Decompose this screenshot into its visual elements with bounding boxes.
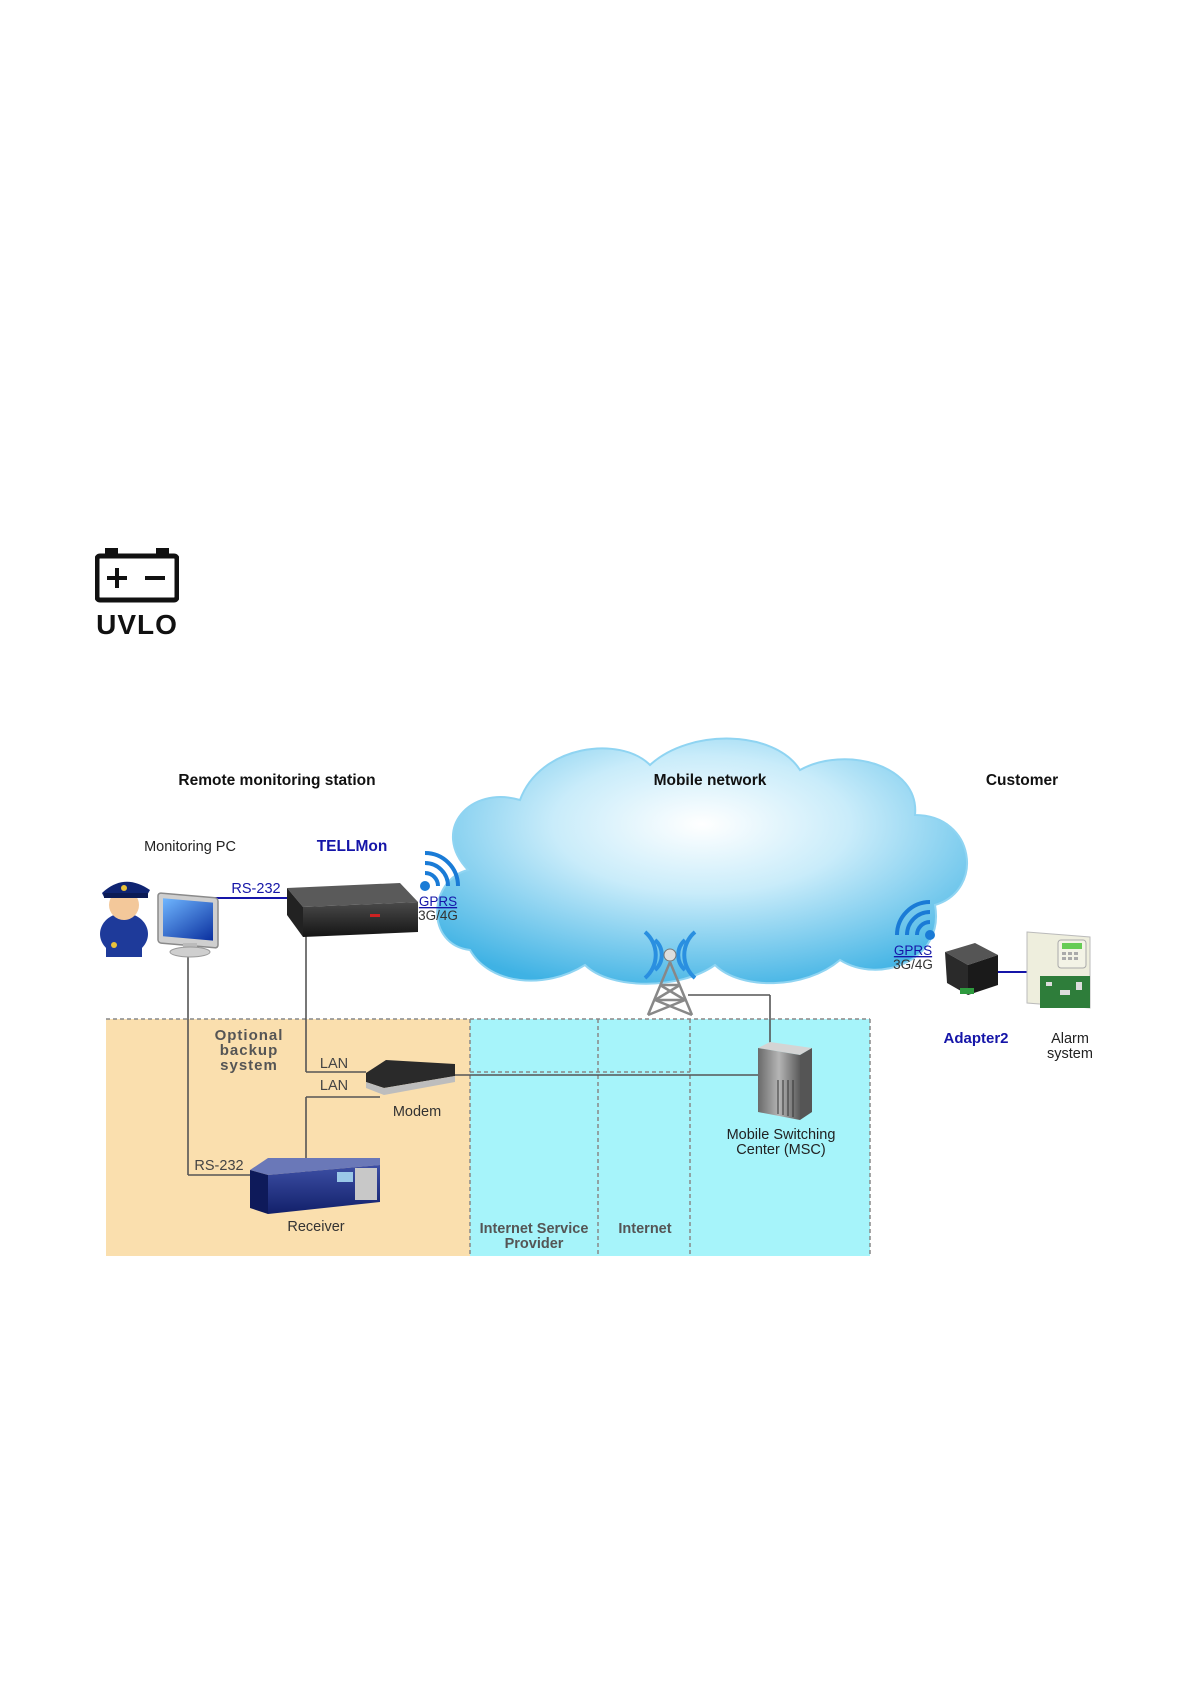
label-lan-top: LAN [320,1056,348,1072]
label-monitoring-pc: Monitoring PC [144,839,236,855]
label-internet: Internet [618,1221,671,1237]
label-optional-line3: system [220,1057,278,1074]
operator-icon [100,882,150,957]
label-alarm-line1: Alarm [1051,1031,1089,1047]
label-msc-line2: Center (MSC) [736,1142,825,1158]
gprs-sub-right: 3G/4G [893,957,933,972]
alarm-system-icon [1027,932,1090,1008]
label-alarm-line2: system [1047,1046,1093,1062]
label-isp-line1: Internet Service [480,1221,589,1237]
label-modem: Modem [393,1104,441,1120]
msc-server-icon [758,1042,812,1120]
gprs-label-right: GPRS [894,943,932,958]
section-title-customer: Customer [986,772,1058,789]
tellmon-device-icon [287,883,418,937]
monitoring-pc-icon [158,893,218,957]
label-tellmon: TELLMon [317,838,388,855]
gprs-label-left: GPRS [419,894,457,909]
label-receiver: Receiver [287,1219,344,1235]
gprs-sub-left: 3G/4G [418,908,458,923]
adapter2-device-icon [945,943,998,995]
label-lan-bottom: LAN [320,1078,348,1094]
label-adapter2: Adapter2 [943,1030,1008,1047]
label-isp-line2: Provider [505,1236,564,1252]
label-rs232-top: RS-232 [231,881,280,897]
label-msc-line1: Mobile Switching [727,1127,836,1143]
section-title-mobile: Mobile network [654,772,767,789]
label-rs232-bottom: RS-232 [194,1158,243,1174]
section-title-remote: Remote monitoring station [178,772,375,789]
